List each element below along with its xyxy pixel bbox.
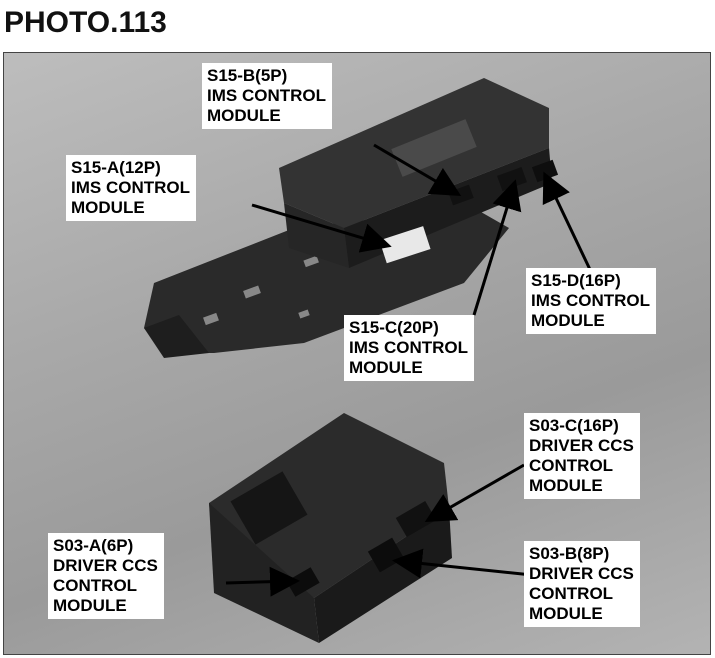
plate-hole [203,312,219,326]
label-s15d: S15-D(16P) IMS CONTROL MODULE [526,268,656,334]
ccs-housing-top [209,413,449,598]
arrow-s03a [225,566,300,597]
arrow-s15c [472,179,522,316]
arrow-s15a [251,203,392,253]
label-s15a: S15-A(12P) IMS CONTROL MODULE [66,155,196,221]
label-s03a: S03-A(6P) DRIVER CCS CONTROL MODULE [48,533,164,619]
ims-label-sticker [391,119,477,177]
arrow-s03b [392,548,533,579]
label-s15b: S15-B(5P) IMS CONTROL MODULE [202,63,332,129]
label-s03b: S03-B(8P) DRIVER CCS CONTROL MODULE [524,541,640,627]
ccs-vent-grille [230,471,308,545]
ccs-housing-front [314,508,452,643]
ims-plate-tab [144,315,209,358]
plate-hole [243,285,261,299]
ccs-housing-side [209,503,319,643]
s03b-connector [367,537,405,573]
plate-hole [303,255,319,268]
arrow-s15b [373,143,462,197]
module-photo: S15-B(5P) IMS CONTROL MODULE S15-A(12P) … [3,52,711,655]
label-s15c: S15-C(20P) IMS CONTROL MODULE [344,315,474,381]
label-s03c: S03-C(16P) DRIVER CCS CONTROL MODULE [524,413,640,499]
s15a-white-connector [379,226,431,264]
plate-hole [298,309,310,319]
arrow-s15d [542,171,596,279]
arrow-s03c [424,463,525,522]
page-title: PHOTO.113 [4,6,167,39]
module-illustration [144,78,596,643]
